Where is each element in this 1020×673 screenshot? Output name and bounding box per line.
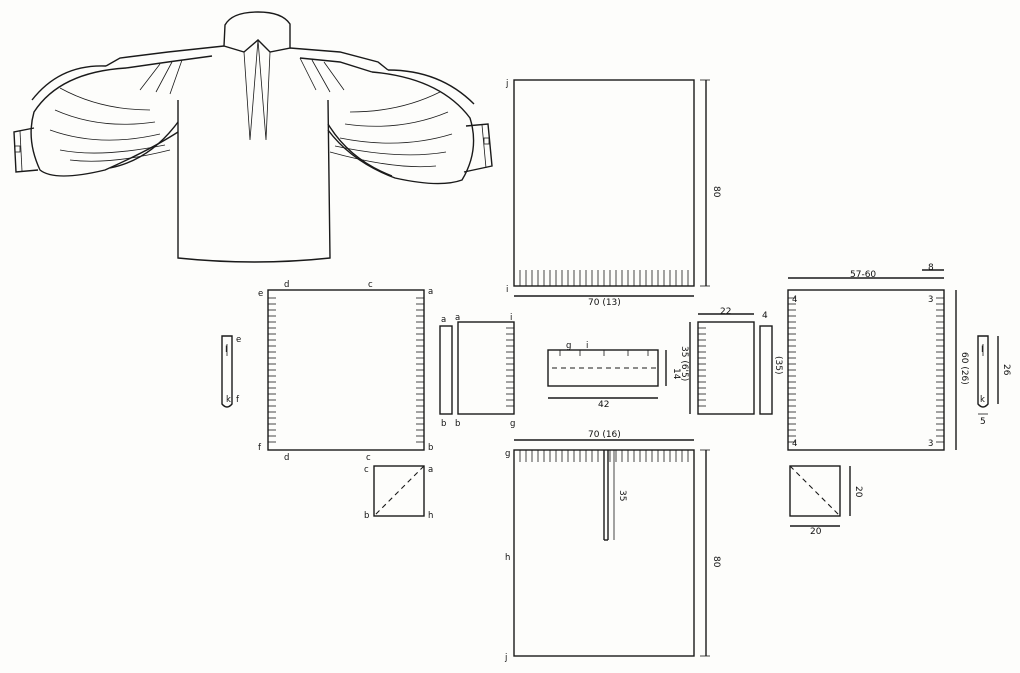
right-cuff-label-i: I (981, 345, 984, 355)
right-sleeve-label-bl: 4 (792, 439, 797, 449)
right-shoulder-height-dim: 35 (6'5) (679, 346, 689, 381)
left-strip-a: a (441, 315, 446, 325)
collar-piece: g i 14 42 (547, 341, 681, 410)
right-gusset-width-dim: 20 (810, 527, 822, 537)
left-shoulder-g: g (510, 419, 515, 429)
front-panel-height-dim: 80 (711, 556, 721, 568)
left-strip-b: b (441, 419, 446, 429)
right-strip-width-dim: 4 (762, 311, 768, 321)
left-gusset: c a b h (364, 465, 433, 521)
left-sleeve-corner-b: b (428, 443, 433, 453)
left-shoulder-a: a (455, 313, 460, 323)
back-panel-gather-ticks (519, 270, 695, 286)
right-gusset: 20 20 (789, 465, 863, 537)
collar-label-g: g (566, 341, 571, 351)
collar-height-dim: 14 (671, 368, 681, 380)
right-cuff-label-k: k (980, 395, 985, 405)
left-shoulder-i: i (510, 313, 512, 323)
right-sleeve-width-dim: 57-60 (850, 270, 876, 280)
left-cuff: e I k f (221, 335, 241, 408)
left-sleeve-top-d: d (284, 280, 289, 290)
back-panel-corner-top: j (505, 79, 508, 89)
left-sleeve-corner-a: a (428, 287, 433, 297)
right-shoulder-strip: 4 (35) (759, 311, 783, 415)
front-panel-slit-dim: 35 (617, 490, 627, 501)
left-sleeve-top-c: c (368, 280, 373, 290)
left-cuff-label-i: I (225, 345, 228, 355)
right-sleeve-label-tl: 4 (792, 295, 797, 305)
right-shoulder-gather-ticks (698, 327, 706, 407)
right-cuff-height-dim: 26 (1001, 364, 1011, 376)
left-cuff-label-e: e (236, 335, 241, 345)
left-gusset-h: h (428, 511, 433, 521)
left-sleeve-bottom-c: c (366, 453, 371, 463)
left-cuff-label-k: k (226, 395, 231, 405)
left-gusset-c: c (364, 465, 369, 475)
left-gusset-b: b (364, 511, 369, 521)
left-sleeve-corner-f: f (258, 443, 262, 453)
right-sleeve-label-br: 3 (928, 439, 933, 449)
shirt-illustration (13, 11, 493, 263)
left-sleeve-corner-e: e (258, 289, 263, 299)
front-panel: g h j 70 (16) 35 80 (504, 430, 721, 663)
right-shoulder-width-dim: 22 (720, 307, 731, 317)
right-shoulder-panel: 22 35 (6'5) (679, 307, 755, 415)
right-cuff-width-dim: 5 (980, 417, 986, 427)
collar-label-i: i (586, 341, 588, 351)
collar-width-dim: 42 (598, 400, 609, 410)
right-gusset-height-dim: 20 (853, 486, 863, 498)
front-panel-mid-h: h (505, 553, 510, 563)
left-gusset-a: a (428, 465, 433, 475)
back-panel-width-dim: 70 (13) (588, 298, 621, 308)
left-sleeve-bottom-d: d (284, 453, 289, 463)
back-panel-corner-bottom: i (506, 285, 508, 295)
front-panel-corner-j: j (504, 653, 507, 663)
front-panel-corner-g: g (505, 449, 510, 459)
left-shoulder-panel: a i b g (455, 313, 515, 429)
right-cuff: I k 26 5 (977, 335, 1011, 427)
back-panel-height-dim: 80 (711, 186, 721, 198)
right-sleeve-side-dim: 60 (26) (959, 352, 969, 385)
right-sleeve-panel: 57-60 8 60 (26) 4 3 4 3 (787, 263, 969, 451)
left-sleeve-gather-ticks (268, 297, 424, 443)
right-sleeve-gather-ticks (788, 297, 944, 443)
left-shoulder-strip: a b (439, 315, 453, 429)
front-panel-width-dim: 70 (16) (588, 430, 621, 440)
front-panel-gather-ticks (519, 450, 695, 462)
left-sleeve-panel: e d c a f d c b (258, 280, 433, 463)
right-sleeve-label-tr: 3 (928, 295, 933, 305)
left-shoulder-gather-ticks (506, 327, 514, 407)
left-shoulder-b: b (455, 419, 460, 429)
right-strip-height-dim: (35) (773, 356, 783, 374)
right-sleeve-cuff-gap-dim: 8 (928, 263, 934, 273)
left-cuff-label-f: f (236, 395, 240, 405)
back-panel: j i 80 70 (13) (505, 79, 721, 308)
